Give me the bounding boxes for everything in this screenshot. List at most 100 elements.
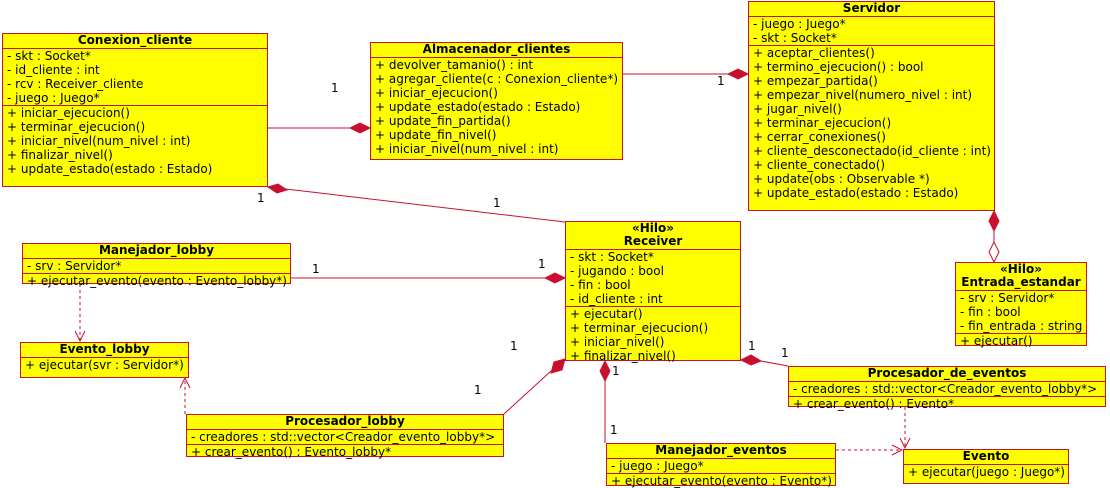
class-name: Receiver xyxy=(623,234,683,248)
operation: + update_fin_partida() xyxy=(375,114,511,128)
operation: + terminar_ejecucion() xyxy=(570,321,709,335)
attribute: - id_cliente : int xyxy=(570,292,663,306)
class-header: «Hilo»Receiver xyxy=(566,222,740,250)
operation: + ejecutar_evento(evento : Evento_lobby*… xyxy=(27,274,287,288)
attribute: - rcv : Receiver_cliente xyxy=(7,77,144,91)
class-stereotype: «Hilo» xyxy=(999,262,1043,276)
class-name: Evento xyxy=(962,449,1010,463)
operation: + ejecutar(svr : Servidor*) xyxy=(25,358,184,372)
composition-diamond xyxy=(599,359,611,383)
multiplicity-label: 1 xyxy=(612,364,620,378)
class-name: Almacenador_clientes xyxy=(422,42,571,56)
class-header: Procesador_lobby xyxy=(187,415,503,430)
assoc-conexion-receiver xyxy=(285,188,566,223)
multiplicity-label: 1 xyxy=(610,423,618,437)
operation: + finalizar_nivel() xyxy=(570,349,676,363)
multiplicity-label: 1 xyxy=(474,383,482,397)
composition-diamond xyxy=(988,209,1000,233)
attributes-section: - creadores : std::vector<Creador_evento… xyxy=(187,430,503,444)
multiplicity-label: 1 xyxy=(510,339,518,353)
class-stereotype: «Hilo» xyxy=(631,221,675,235)
class-header: Manejador_eventos xyxy=(607,444,835,459)
operation: + cliente_desconectado(id_cliente : int) xyxy=(753,144,991,158)
operation: + ejecutar() xyxy=(960,334,1033,348)
multiplicity-label: 1 xyxy=(331,81,339,95)
class-conexion-cliente[interactable]: Conexion_cliente - skt : Socket*- id_clie… xyxy=(2,33,268,187)
class-name: Manejador_eventos xyxy=(655,443,787,457)
assoc-procesador-lobby-receiver xyxy=(503,370,552,415)
attribute: - skt : Socket* xyxy=(570,250,654,264)
operation: + iniciar_ejecucion() xyxy=(7,106,130,120)
composition-diamond xyxy=(266,183,289,194)
attributes-section: - skt : Socket*- id_cliente : int- rcv :… xyxy=(3,49,267,105)
operation: + update(obs : Observable *) xyxy=(753,172,930,186)
attribute: - creadores : std::vector<Creador_evento… xyxy=(191,430,496,444)
operation: + iniciar_nivel(num_nivel : int) xyxy=(375,142,559,156)
attributes-section: - srv : Servidor* xyxy=(23,259,290,273)
class-manejador-lobby[interactable]: Manejador_lobby - srv : Servidor*+ ejecut… xyxy=(22,243,291,288)
operation: + iniciar_ejecucion() xyxy=(375,86,498,100)
class-evento[interactable]: Evento+ ejecutar(juego : Juego*) xyxy=(903,449,1069,484)
attributes-section: - srv : Servidor*- fin : bool- fin_entra… xyxy=(956,291,1086,333)
operation: + agregar_cliente(c : Conexion_cliente*) xyxy=(375,72,618,86)
multiplicity-label: 1 xyxy=(493,196,501,210)
attribute: - skt : Socket* xyxy=(753,31,837,45)
operations-section: + devolver_tamanio() : int+ agregar_clie… xyxy=(371,58,622,156)
operation: + terminar_ejecucion() xyxy=(753,116,892,130)
operations-section: + ejecutar_evento(evento : Evento_lobby*… xyxy=(23,273,290,288)
operations-section: + aceptar_clientes()+ termino_ejecucion(… xyxy=(749,45,994,200)
class-name: Entrada_estandar xyxy=(961,275,1081,289)
attribute: - jugando : bool xyxy=(570,264,664,278)
class-almacenador-clientes[interactable]: Almacenador_clientes + devolver_tamanio()… xyxy=(370,42,623,160)
attribute: - creadores : std::vector<Creador_evento… xyxy=(793,382,1098,396)
multiplicity-label: 1 xyxy=(257,191,265,205)
operation: + terminar_ejecucion() xyxy=(7,120,146,134)
class-manejador-eventos[interactable]: Manejador_eventos - juego : Juego*+ ejecu… xyxy=(606,443,836,488)
attribute: - juego : Juego* xyxy=(7,91,100,105)
class-header: Procesador_de_eventos xyxy=(789,367,1105,382)
class-receiver[interactable]: «Hilo»Receiver- skt : Socket*- jugando :… xyxy=(565,221,741,363)
class-header: Evento_lobby xyxy=(21,343,188,358)
class-header: Evento xyxy=(904,450,1068,465)
class-name: Procesador_lobby xyxy=(285,414,405,428)
class-procesador-lobby[interactable]: Procesador_lobby- creadores : std::vecto… xyxy=(186,414,504,459)
operation: + devolver_tamanio() : int xyxy=(375,58,534,72)
composition-diamond xyxy=(348,122,372,134)
class-name: Servidor xyxy=(842,1,901,15)
class-name: Conexion_cliente xyxy=(77,33,193,47)
class-name: Manejador_lobby xyxy=(98,243,215,257)
attributes-section: - creadores : std::vector<Creador_evento… xyxy=(789,382,1105,396)
class-servidor[interactable]: Servidor- juego : Juego*- skt : Socket*+… xyxy=(748,1,995,211)
aggregation-diamond xyxy=(988,240,1000,264)
operation: + iniciar_nivel() xyxy=(570,335,665,349)
attributes-section: - skt : Socket*- jugando : bool- fin : b… xyxy=(566,250,740,306)
class-procesador-de-eventos[interactable]: Procesador_de_eventos- creadores : std::… xyxy=(788,366,1106,411)
operation: + cliente_conectado() xyxy=(753,158,886,172)
composition-diamond xyxy=(726,68,750,80)
assoc-receiver-procesador-eventos xyxy=(760,360,789,367)
operation: + crear_evento() : Evento_lobby* xyxy=(191,445,392,459)
operation: + termino_ejecucion() : bool xyxy=(753,60,924,74)
attribute: - skt : Socket* xyxy=(7,49,91,63)
multiplicity-label: 1 xyxy=(717,74,725,88)
class-header: Manejador_lobby xyxy=(23,244,290,259)
class-evento-lobby[interactable]: Evento_lobby + ejecutar(svr : Servidor*) xyxy=(20,342,189,378)
attribute: - fin : bool xyxy=(960,305,1021,319)
operation: + crear_evento() : Evento* xyxy=(793,397,955,411)
operations-section: + iniciar_ejecucion()+ terminar_ejecucio… xyxy=(3,105,267,176)
attributes-section: - juego : Juego* xyxy=(607,459,835,473)
class-header: Conexion_cliente xyxy=(3,34,267,49)
attribute: - srv : Servidor* xyxy=(960,291,1055,305)
class-header: Servidor xyxy=(749,2,994,17)
operation: + jugar_nivel() xyxy=(753,102,842,116)
class-header: «Hilo»Entrada_estandar xyxy=(956,263,1086,291)
class-name: Evento_lobby xyxy=(59,342,150,356)
operations-section: + ejecutar_evento(evento : Evento*) xyxy=(607,473,835,488)
attribute: - fin_entrada : string xyxy=(960,319,1083,333)
operation: + ejecutar() xyxy=(570,307,643,321)
operations-section: + ejecutar(svr : Servidor*) xyxy=(21,358,188,372)
class-entrada-estandar[interactable]: «Hilo»Entrada_estandar- srv : Servidor*-… xyxy=(955,262,1087,348)
operation: + update_estado(estado : Estado) xyxy=(753,186,959,200)
operation: + iniciar_nivel(num_nivel : int) xyxy=(7,134,191,148)
